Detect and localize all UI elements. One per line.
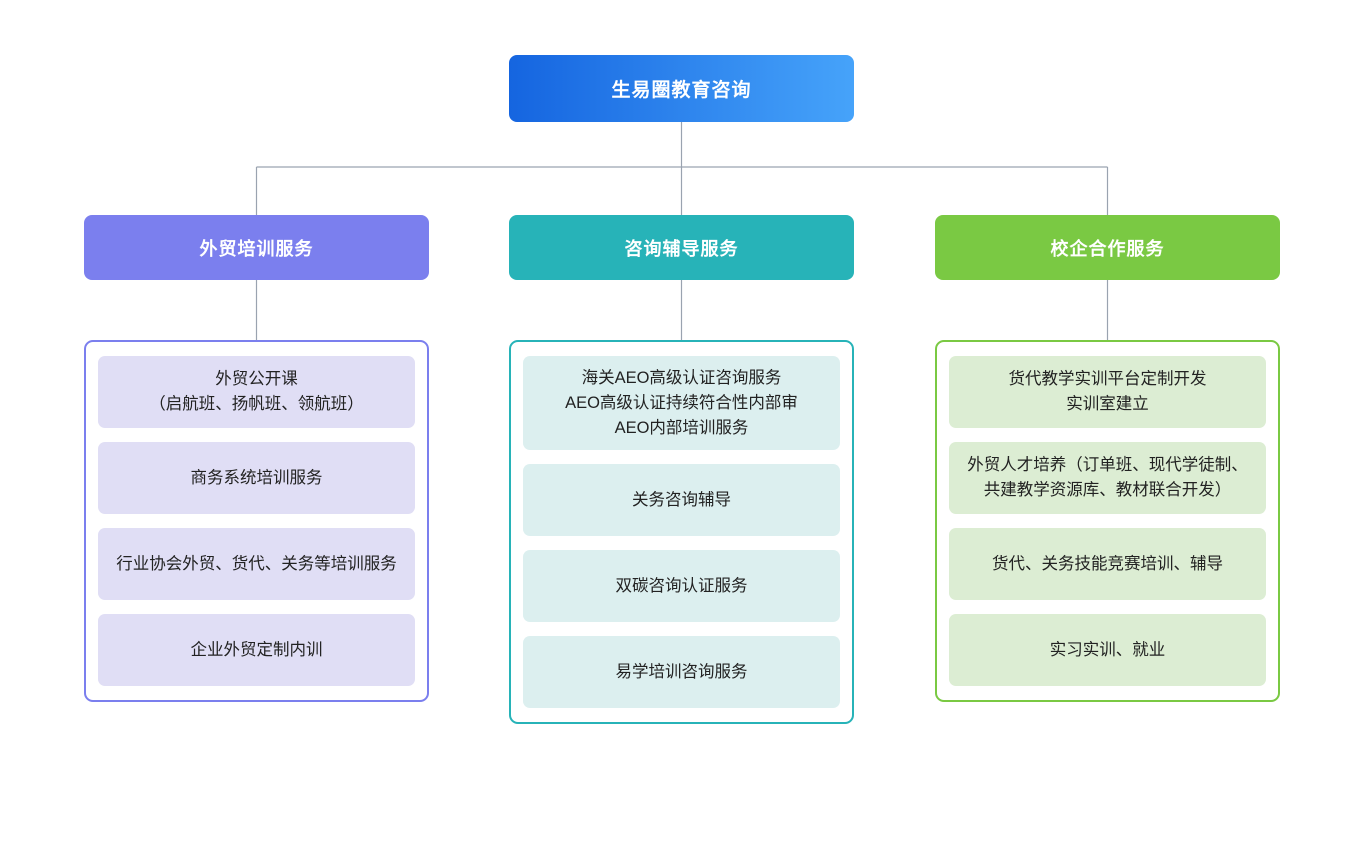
leaf-item[interactable]: 货代、关务技能竞赛培训、辅导 [949, 528, 1266, 600]
branch-header-xiaoqi-hezuo[interactable]: 校企合作服务 [935, 215, 1280, 280]
leaf-item[interactable]: 实习实训、就业 [949, 614, 1266, 686]
root-node-label: 生易圈教育咨询 [611, 80, 752, 101]
branch-body-waimao-peixun: 外贸公开课 （启航班、扬帆班、领航班） 商务系统培训服务 行业协会外贸、货代、关… [84, 340, 429, 702]
root-node[interactable]: 生易圈教育咨询 [509, 55, 854, 122]
branch-column-1: 外贸培训服务 外贸公开课 （启航班、扬帆班、领航班） 商务系统培训服务 行业协会… [84, 215, 429, 702]
branch-header-waimao-peixun[interactable]: 外贸培训服务 [84, 215, 429, 280]
leaf-item[interactable]: 关务咨询辅导 [523, 464, 840, 537]
leaf-item[interactable]: 商务系统培训服务 [98, 442, 415, 514]
branch-body-xiaoqi-hezuo: 货代教学实训平台定制开发 实训室建立 外贸人才培养（订单班、现代学徒制、共建教学… [935, 340, 1280, 702]
branch-header-label: 咨询辅导服务 [624, 238, 739, 259]
branch-body-zixun-fudao: 海关AEO高级认证咨询服务 AEO高级认证持续符合性内部审 AEO内部培训服务 … [509, 340, 854, 725]
leaf-item[interactable]: 企业外贸定制内训 [98, 614, 415, 686]
branch-header-label: 校企合作服务 [1050, 238, 1165, 259]
leaf-item[interactable]: 货代教学实训平台定制开发 实训室建立 [949, 356, 1266, 428]
leaf-item[interactable]: 双碳咨询认证服务 [523, 550, 840, 623]
branch-header-label: 外贸培训服务 [199, 238, 314, 259]
branch-header-zixun-fudao[interactable]: 咨询辅导服务 [509, 215, 854, 280]
leaf-item[interactable]: 外贸人才培养（订单班、现代学徒制、共建教学资源库、教材联合开发） [949, 442, 1266, 514]
leaf-item[interactable]: 海关AEO高级认证咨询服务 AEO高级认证持续符合性内部审 AEO内部培训服务 [523, 356, 840, 451]
leaf-item[interactable]: 行业协会外贸、货代、关务等培训服务 [98, 528, 415, 600]
leaf-item[interactable]: 易学培训咨询服务 [523, 636, 840, 709]
leaf-item[interactable]: 外贸公开课 （启航班、扬帆班、领航班） [98, 356, 415, 428]
branch-column-3: 校企合作服务 货代教学实训平台定制开发 实训室建立 外贸人才培养（订单班、现代学… [935, 215, 1280, 702]
branch-column-2: 咨询辅导服务 海关AEO高级认证咨询服务 AEO高级认证持续符合性内部审 AEO… [509, 215, 854, 725]
